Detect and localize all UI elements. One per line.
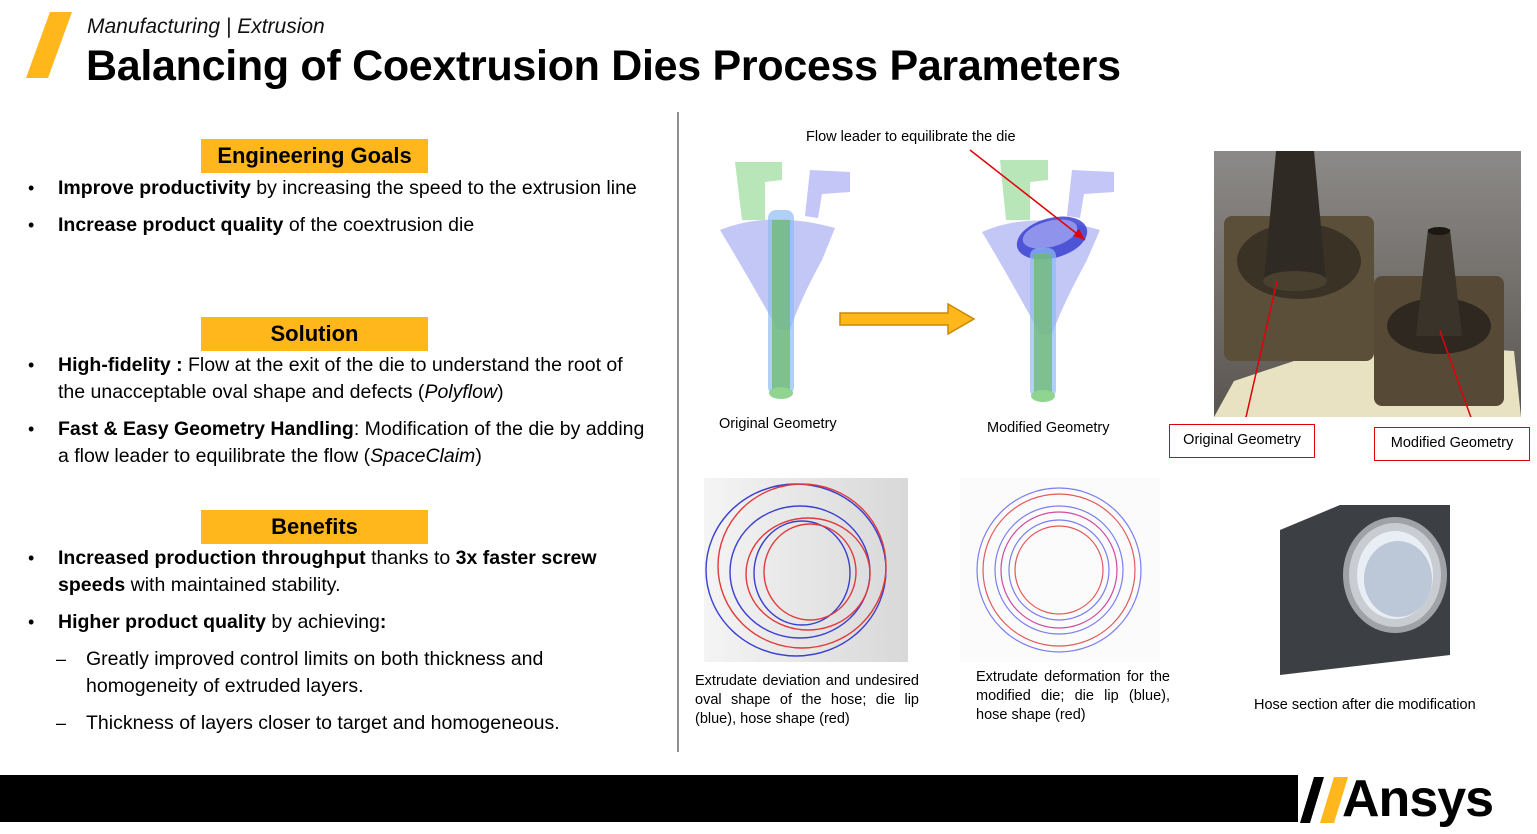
list-item: Greatly improved control limits on both … [28,646,628,700]
flow-leader-label: Flow leader to equilibrate the die [806,129,1016,145]
engineering-goals-heading: Engineering Goals [201,139,428,173]
flow-arrow-icon [839,303,976,335]
benefits-list: Increased production throughput thanks t… [28,545,628,747]
column-divider [677,112,679,752]
solution-list: High-fidelity : Flow at the exit of the … [28,352,648,480]
list-item: Increase product quality of the coextrus… [28,212,648,239]
page-subtitle: Manufacturing | Extrusion [87,15,325,38]
footer-bar [0,775,1537,822]
deviation-caption: Extrudate deviation and undesired oval s… [695,673,919,727]
hose-section-image [1280,505,1450,675]
list-item: Increased production throughput thanks t… [28,545,628,599]
deformation-caption: Extrudate deformation for the modified d… [976,669,1170,723]
photo-original-geometry-label: Original Geometry [1169,424,1315,458]
list-item: Higher product quality by achieving: [28,609,628,636]
deviation-plot-modified [960,478,1160,662]
original-die-geometry-image [720,162,850,399]
solution-heading: Solution [201,317,428,351]
accent-slash-icon [26,12,72,78]
modified-die-geometry-image [982,160,1114,402]
modified-geometry-label: Modified Geometry [987,420,1110,436]
hose-caption: Hose section after die modification [1254,697,1476,713]
page-title: Balancing of Coextrusion Dies Process Pa… [86,42,1121,90]
list-item: High-fidelity : Flow at the exit of the … [28,352,648,406]
list-item: Fast & Easy Geometry Handling: Modificat… [28,416,648,470]
physical-dies-photo [1214,151,1521,417]
ansys-logo: Ansys [1342,770,1494,828]
photo-modified-geometry-label: Modified Geometry [1374,427,1530,461]
ansys-logo-slash-icon [1300,777,1348,823]
list-item: Thickness of layers closer to target and… [28,710,628,737]
benefits-heading: Benefits [201,510,428,544]
deviation-plot-original [704,478,908,662]
original-geometry-label: Original Geometry [719,416,837,432]
list-item: Improve productivity by increasing the s… [28,175,648,202]
engineering-goals-list: Improve productivity by increasing the s… [28,175,648,249]
flow-leader-pointer [969,149,1086,241]
